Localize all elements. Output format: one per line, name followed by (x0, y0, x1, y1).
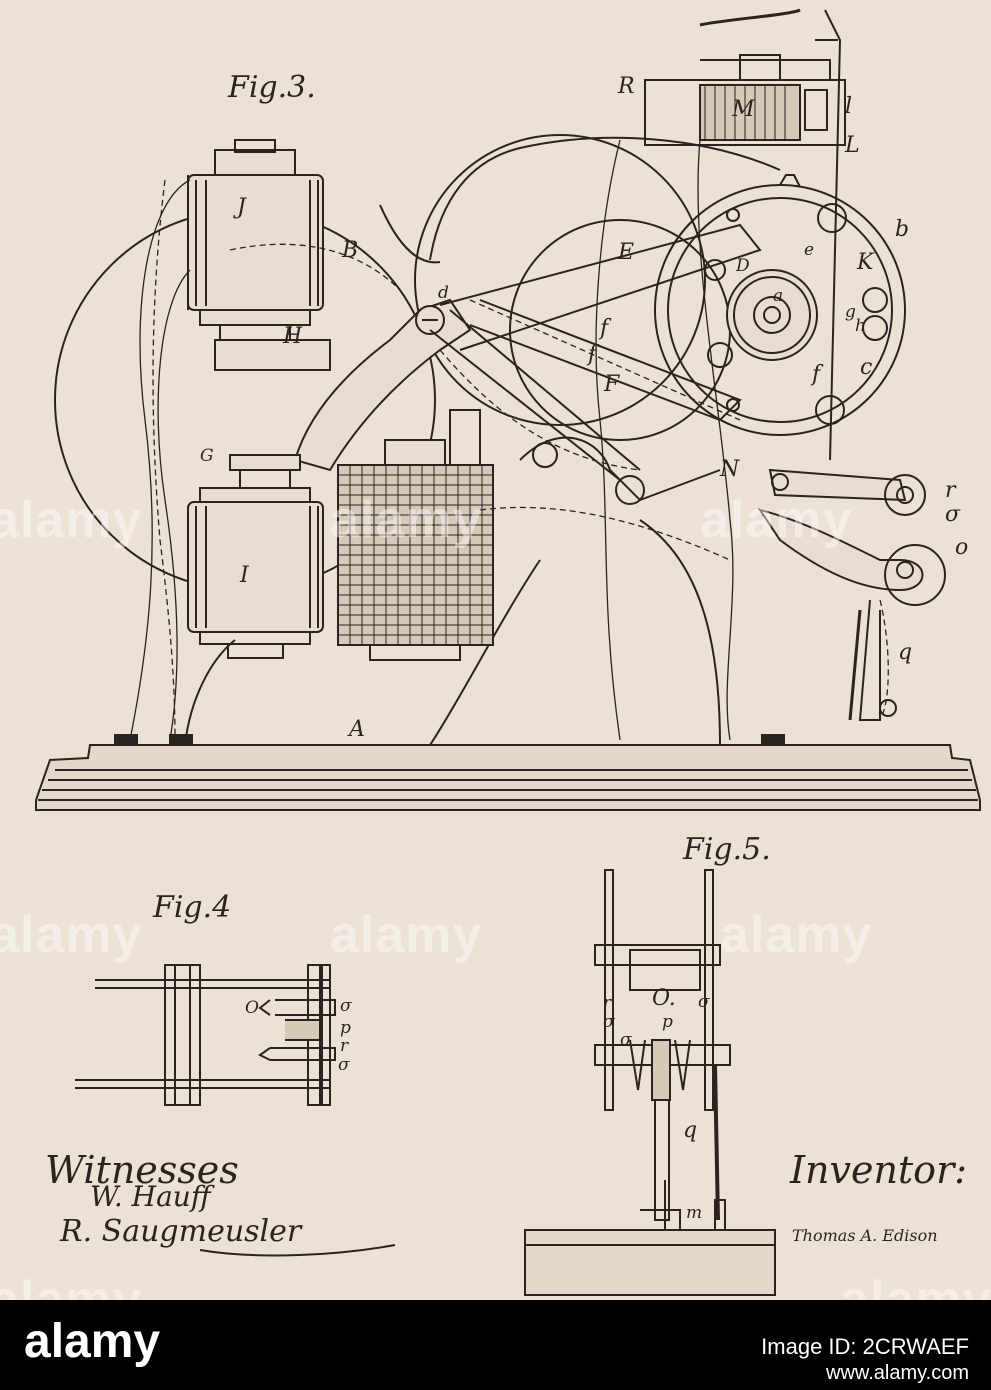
label-J: J (237, 195, 246, 220)
label-R: R (618, 74, 635, 99)
label-H: H (283, 324, 302, 349)
label-h: h (855, 316, 866, 336)
fig5-label-q: q (683, 1118, 697, 1143)
label-B: B (342, 238, 358, 263)
label-o: o (955, 535, 968, 560)
stock-footer: alamy Image ID: 2CRWAEF www.alamy.com (0, 1300, 991, 1390)
fig5-label-p: p (662, 1012, 673, 1032)
fig5-label-sigma-2: σ (698, 992, 710, 1012)
site-url[interactable]: www.alamy.com (826, 1362, 969, 1385)
label-c: c (860, 355, 872, 380)
watermark: alamy (0, 490, 142, 550)
label-I: I (240, 563, 249, 588)
label-q: q (898, 640, 912, 665)
fig5-title: Fig.5. (683, 832, 771, 867)
label-D: D (736, 256, 750, 276)
label-d: d (438, 283, 449, 303)
label-f-lower: f (588, 342, 596, 367)
armature-H (215, 340, 330, 370)
label-sigma: σ (945, 502, 960, 527)
label-e: e (804, 240, 814, 260)
inventor-signature: Thomas A. Edison (792, 1226, 938, 1245)
witness-1-signature: W. Hauff (90, 1180, 211, 1213)
lever-arm (295, 225, 760, 504)
label-E: E (618, 240, 634, 265)
watermark: alamy (700, 490, 852, 550)
label-K: K (857, 250, 873, 275)
image-id: Image ID: 2CRWAEF (761, 1334, 969, 1360)
label-A: A (349, 717, 365, 742)
label-G: G (200, 446, 214, 466)
fig4-label-sigma-2: σ (338, 1055, 350, 1075)
watermark: alamy (330, 905, 482, 965)
fig5-label-m: m (686, 1203, 702, 1223)
label-b: b (895, 217, 909, 242)
watermark: alamy (0, 905, 142, 965)
fig4-label-p: p (340, 1018, 351, 1038)
connector-G (230, 455, 300, 488)
label-l: l (845, 94, 852, 119)
label-F: F (604, 372, 619, 397)
fig4-label-O: O (245, 998, 259, 1018)
base-plate (36, 745, 980, 810)
watermark: alamy (720, 905, 872, 965)
label-L: L (845, 133, 860, 158)
fig5-label-r: r (603, 993, 611, 1013)
label-f-right: f (812, 362, 820, 387)
wheel-B (415, 135, 705, 425)
electromagnet-J (188, 140, 323, 340)
label-r: r (945, 478, 956, 503)
electromagnet-I (188, 488, 323, 658)
label-f-upper: f (600, 316, 608, 341)
fig4-label-r: r (340, 1036, 348, 1056)
label-M: M (732, 97, 755, 122)
fig5-label-sigma-1: σ (603, 1012, 615, 1032)
label-a: a (773, 286, 783, 306)
fig4-label-sigma-1: σ (340, 996, 352, 1016)
fig5-label-O: O. (652, 986, 676, 1011)
label-N: N (720, 457, 739, 482)
fig3-title: Fig.3. (228, 70, 316, 105)
fig5-label-sigma-3: σ (620, 1030, 632, 1050)
alamy-logo[interactable]: alamy (24, 1314, 160, 1369)
fig4-drawing (75, 965, 335, 1105)
inventor-heading: Inventor: (790, 1148, 967, 1192)
patent-drawing (0, 0, 991, 1300)
watermark: alamy (330, 490, 482, 550)
patent-sheet: Fig.3. R M l L J B E b D e K d a g h c f… (0, 0, 991, 1300)
witness-2-signature: R. Saugmeusler (60, 1214, 301, 1249)
fig4-title: Fig.4 (153, 890, 231, 925)
